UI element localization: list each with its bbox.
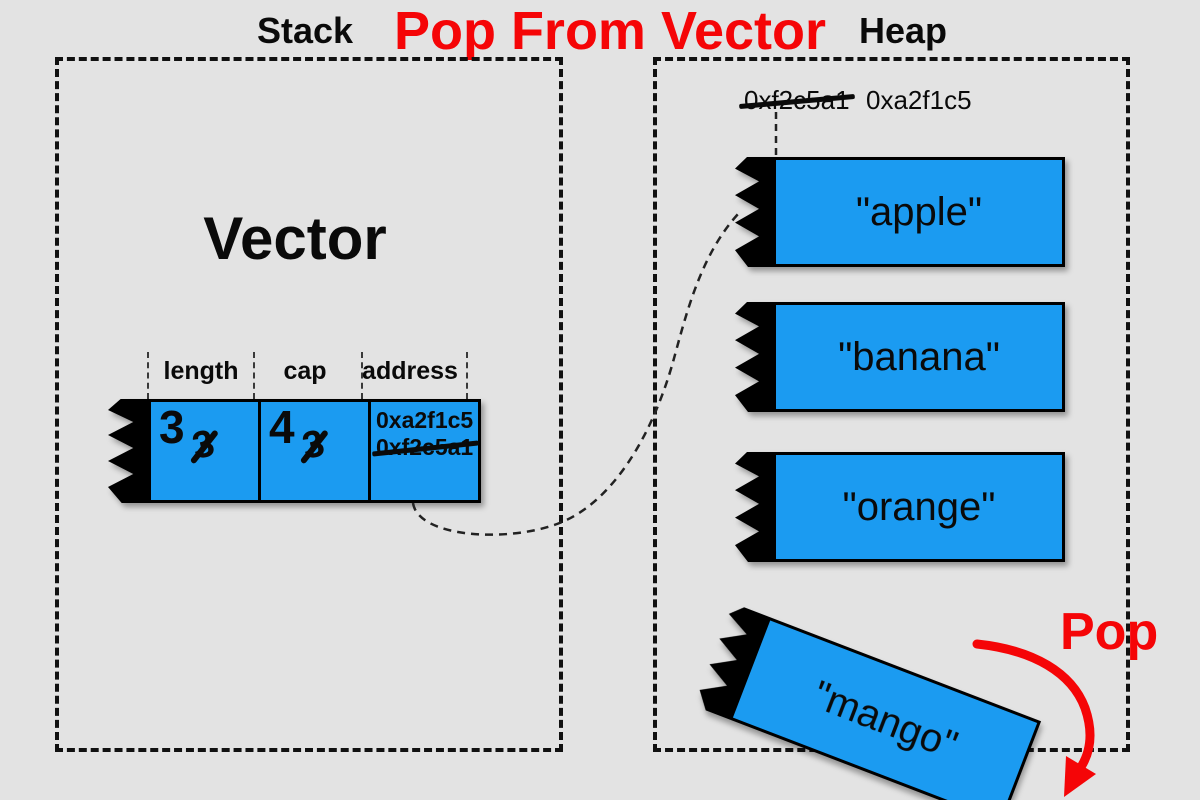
zigzag-edge-icon (735, 157, 773, 267)
zigzag-edge-icon (699, 607, 769, 720)
cap-old-value: 3 (298, 422, 329, 468)
length-old-value: 3 (188, 422, 219, 468)
popped-item-value: "mango" (807, 672, 964, 768)
heap-address-new: 0xa2f1c5 (866, 85, 972, 115)
heap-item-value: "banana" (838, 334, 1000, 379)
address-old-value: 0xf2c5a1 (376, 434, 474, 460)
field-guide-line (253, 352, 255, 399)
heap-item-banana: "banana" (735, 302, 1065, 412)
heap-address-old: 0xf2c5a1 (744, 85, 850, 115)
page-title: Pop From Vector (393, 1, 827, 61)
stack-region-label: Stack (256, 10, 354, 51)
address-cell: 0xa2f1c5 0xf2c5a1 (368, 399, 481, 503)
vector-struct: 3 3 4 3 0xa2f1c5 0xf2c5a1 (108, 399, 481, 503)
popped-item-mango: "mango" (694, 603, 1042, 800)
field-label-address: address (362, 357, 458, 385)
field-guide-line (361, 352, 363, 399)
field-guide-line (147, 352, 149, 399)
zigzag-edge-icon (735, 302, 773, 412)
zigzag-edge-icon (735, 452, 773, 562)
field-label-length: length (163, 357, 239, 385)
heap-region-label: Heap (858, 10, 948, 51)
heap-item-value: "orange" (842, 484, 996, 529)
field-guide-line (466, 352, 468, 399)
cap-cell: 4 3 (258, 399, 371, 503)
vector-struct-title: Vector (203, 205, 387, 272)
heap-item-orange: "orange" (735, 452, 1065, 562)
length-current-value: 3 (159, 401, 185, 453)
pop-action-label: Pop (1060, 603, 1159, 661)
zigzag-edge-icon (108, 399, 148, 503)
address-current-value: 0xa2f1c5 (376, 407, 474, 433)
cap-current-value: 4 (269, 401, 295, 453)
pop-arrow-head (1064, 756, 1096, 797)
length-cell: 3 3 (148, 399, 261, 503)
field-label-cap: cap (283, 357, 327, 385)
heap-item-value: "apple" (855, 189, 983, 234)
heap-item-apple: "apple" (735, 157, 1065, 267)
